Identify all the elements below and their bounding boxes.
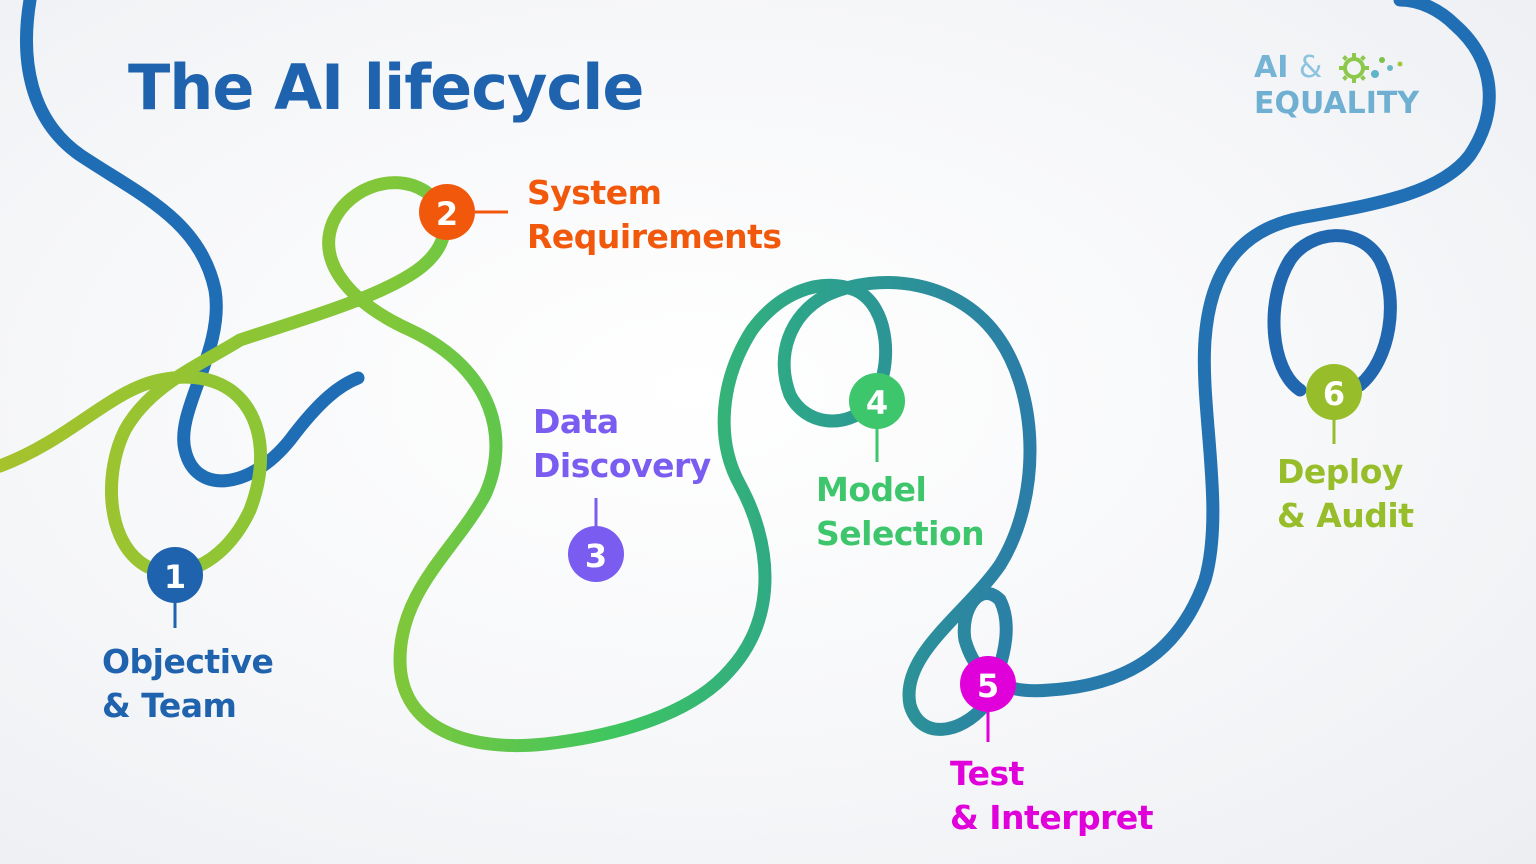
step5-label-line2: & Interpret xyxy=(950,798,1154,837)
step1-marker[interactable]: 1 xyxy=(147,547,203,628)
step1-label-line1: Objective xyxy=(102,642,274,681)
step2-label-line1: System xyxy=(527,173,662,212)
step6-label-line1: Deploy xyxy=(1277,452,1403,491)
step3-label-line2: Discovery xyxy=(533,446,711,485)
blue-path-left xyxy=(20,0,365,488)
step1-label: Objective & Team xyxy=(102,640,274,728)
step5-number: 5 xyxy=(977,667,999,705)
step6-label-line2: & Audit xyxy=(1277,496,1414,535)
step4-label: Model Selection xyxy=(816,468,985,556)
step2-marker[interactable]: 2 xyxy=(419,184,508,240)
step3-label-line1: Data xyxy=(533,402,619,441)
gear-dots-icon xyxy=(1339,53,1403,83)
step4-label-line1: Model xyxy=(816,470,927,509)
step4-label-line2: Selection xyxy=(816,514,985,553)
step6-loop xyxy=(1267,229,1397,397)
step2-label-line2: Requirements xyxy=(527,217,782,256)
step4-number: 4 xyxy=(866,384,888,422)
step2-number: 2 xyxy=(436,195,458,233)
step1-number: 1 xyxy=(164,558,186,596)
step5-label-line1: Test xyxy=(950,754,1024,793)
step1-label-line2: & Team xyxy=(102,686,237,725)
step6-label: Deploy & Audit xyxy=(1277,450,1414,538)
step3-label: Data Discovery xyxy=(533,400,711,488)
step6-number: 6 xyxy=(1323,375,1345,413)
logo-text-amp: & xyxy=(1298,50,1323,85)
step4-marker[interactable]: 4 xyxy=(849,373,905,462)
page-title: The AI lifecycle xyxy=(128,51,644,124)
lifecycle-path xyxy=(0,0,1496,753)
logo-text-ai: AI xyxy=(1254,50,1289,85)
step5-marker[interactable]: 5 xyxy=(960,656,1016,742)
logo-text-equality: EQUALITY xyxy=(1254,86,1420,121)
step5-label: Test & Interpret xyxy=(950,752,1154,840)
ai-equality-logo: AI & EQUALITY xyxy=(1254,50,1454,130)
step6-marker[interactable]: 6 xyxy=(1306,364,1362,444)
step2-label: System Requirements xyxy=(527,171,782,259)
step3-marker[interactable]: 3 xyxy=(568,498,624,582)
step3-number: 3 xyxy=(585,537,607,575)
